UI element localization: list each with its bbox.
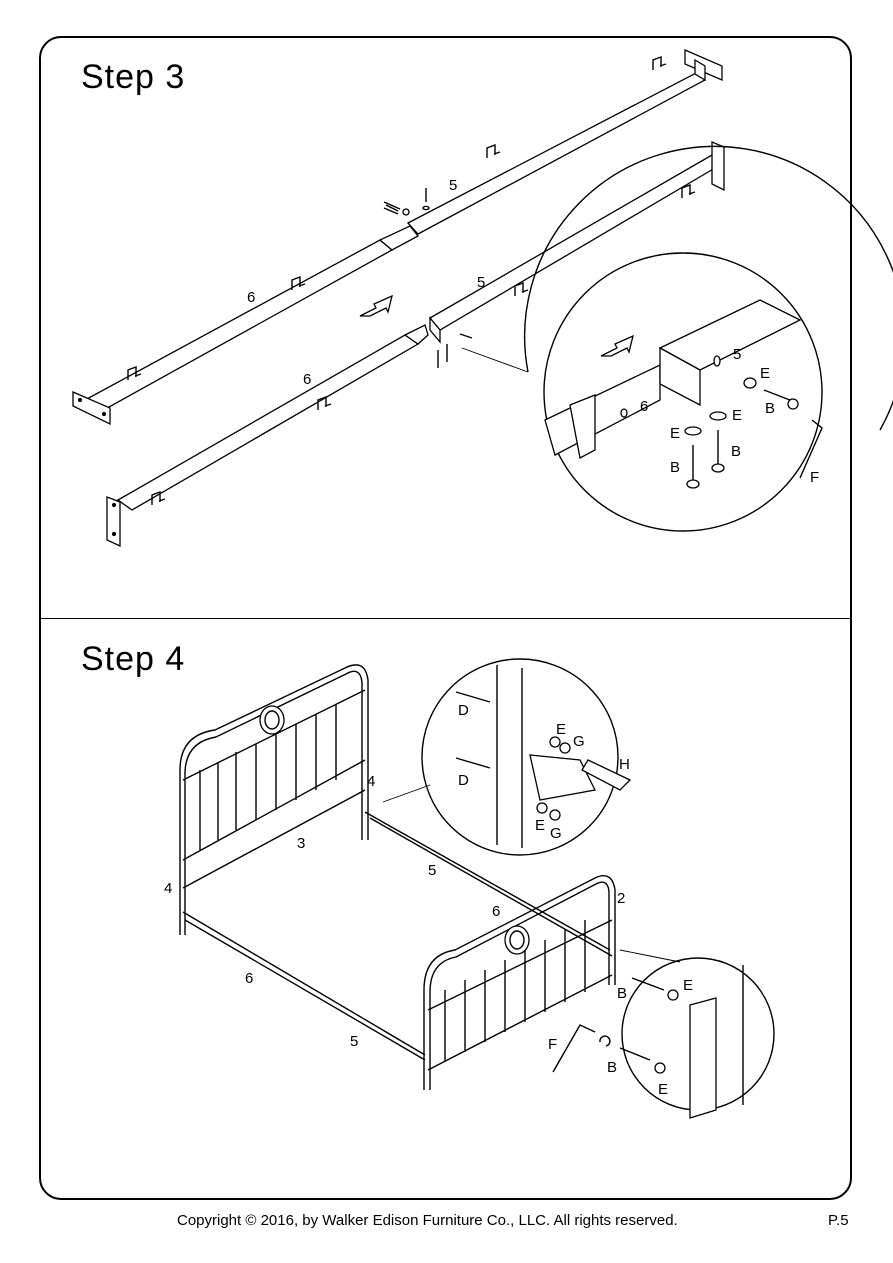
s3-label-rail-6-top: 6: [247, 289, 255, 306]
step3-upper-rail-assembly: [72, 49, 723, 426]
s3-detail-label-6: 6: [640, 398, 648, 415]
s3-label-rail-5-bottom: 5: [477, 274, 485, 291]
step4-detail-bottom: [552, 949, 775, 1119]
s3-detail-label-f: F: [810, 469, 819, 486]
s4-label-rail-5-back: 5: [428, 862, 436, 879]
s3-detail-label-b1: B: [765, 400, 775, 417]
s3-detail-label-b2: B: [731, 443, 741, 460]
s4-detail-label-g1: G: [573, 733, 585, 750]
step3-lower-rail-assembly: [106, 141, 725, 548]
step3-detail-zoom: [461, 145, 893, 532]
step-4-title: Step 4: [81, 640, 186, 678]
s3-label-rail-6-bottom: 6: [303, 371, 311, 388]
s3-detail-label-b3: B: [670, 459, 680, 476]
s3-label-rail-5-top: 5: [449, 177, 457, 194]
s4-detail-label-d1: D: [458, 702, 469, 719]
step-divider: [40, 618, 852, 619]
s3-detail-label-5: 5: [733, 346, 741, 363]
s4-label-rail-6-back: 6: [492, 903, 500, 920]
step4-footboard: [423, 875, 616, 1090]
s4-detail2-label-e2: E: [658, 1081, 668, 1098]
step4-detail-top: [382, 658, 632, 856]
s4-detail-label-g2: G: [550, 825, 562, 842]
s3-detail-label-e3: E: [670, 425, 680, 442]
s4-label-rail-5-front: 5: [350, 1033, 358, 1050]
s4-label-rail-6-front: 6: [245, 970, 253, 987]
s4-detail2-label-e1: E: [683, 977, 693, 994]
s4-detail2-label-b2: B: [607, 1059, 617, 1076]
step4-frame-rails: [182, 789, 613, 1061]
s4-detail-label-h: H: [619, 756, 630, 773]
s4-label-post-2: 2: [617, 890, 625, 907]
copyright-notice: Copyright © 2016, by Walker Edison Furni…: [177, 1212, 678, 1229]
step-3-title: Step 3: [81, 58, 186, 96]
s4-detail-label-e1: E: [556, 721, 566, 738]
s4-detail2-label-b1: B: [617, 985, 627, 1002]
s4-label-rail-3: 3: [297, 835, 305, 852]
s4-label-post-4-left: 4: [164, 880, 172, 897]
step4-headboard: [179, 664, 369, 935]
s4-detail2-label-f: F: [548, 1036, 557, 1053]
s3-detail-label-e2: E: [732, 407, 742, 424]
s3-detail-label-e1: E: [760, 365, 770, 382]
s4-detail-label-d2: D: [458, 772, 469, 789]
s4-label-post-4-top: 4: [367, 773, 375, 790]
s4-detail-label-e2: E: [535, 817, 545, 834]
page-number: P.5: [828, 1212, 849, 1229]
